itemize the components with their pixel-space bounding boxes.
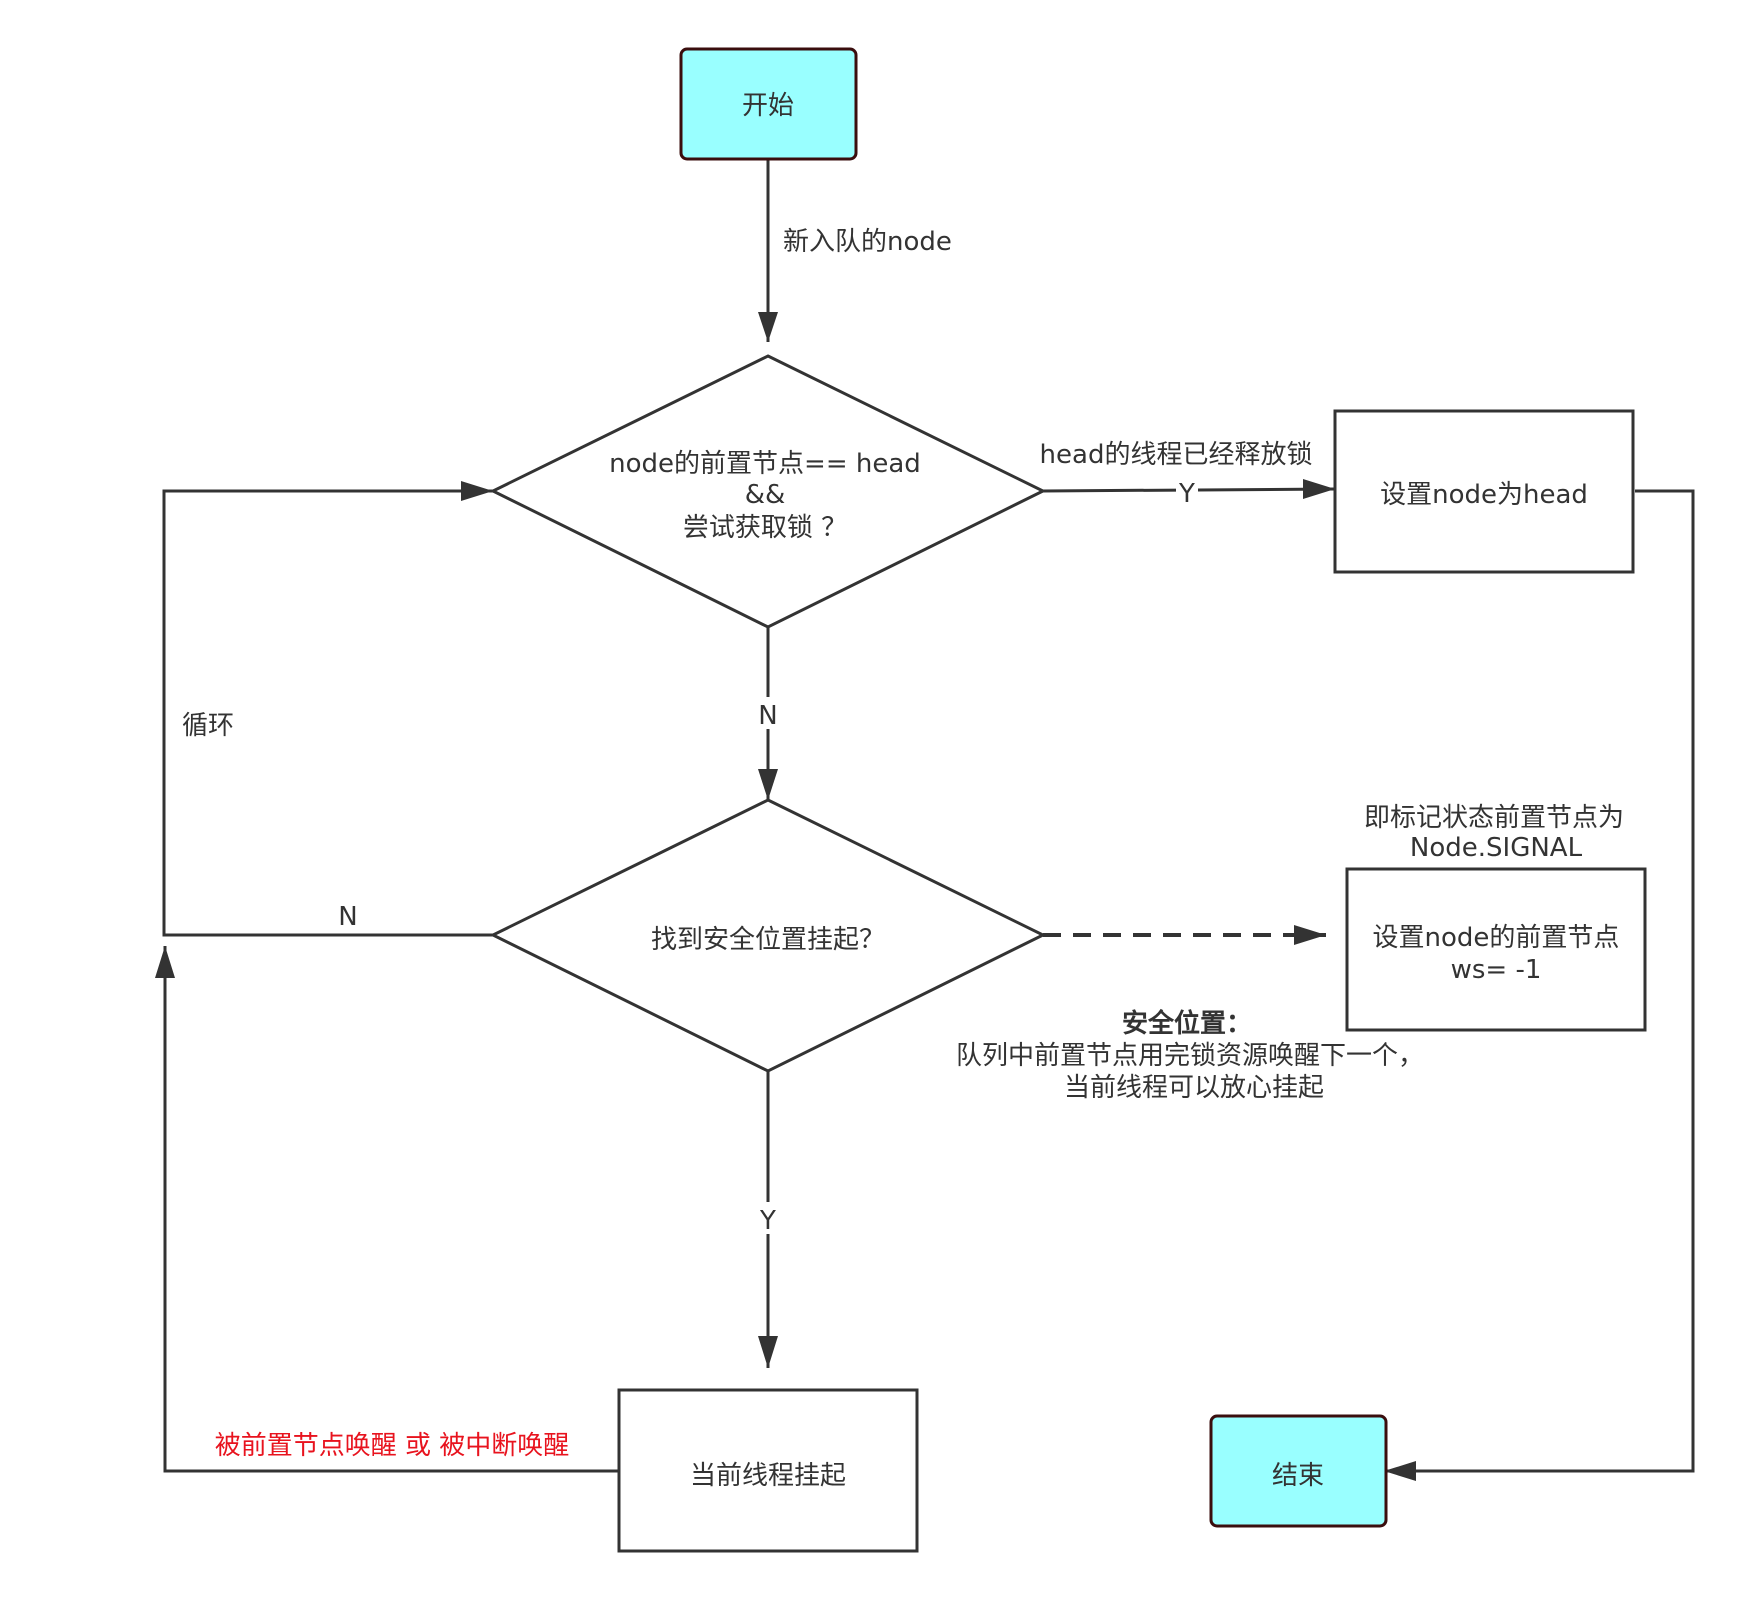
set-head-label: 设置node为head <box>1380 480 1588 510</box>
edge-label-new-node: 新入队的node <box>783 227 952 257</box>
set-ws-process <box>1345 867 1647 1032</box>
edge-suspend-to-loop <box>163 946 619 1473</box>
arrowhead <box>1384 1461 1416 1481</box>
note-safe-title: 安全位置： <box>1122 1008 1252 1039</box>
arrowhead <box>1294 925 1326 945</box>
edge-label-woken: 被前置节点唤醒 或 被中断唤醒 <box>215 1431 570 1461</box>
edge-sethead-to-end <box>1384 489 1695 1473</box>
edge-label-no1: N <box>758 701 777 731</box>
set-ws-line1: 设置node的前置节点 <box>1373 923 1620 953</box>
arrowhead <box>1303 479 1335 499</box>
arrowhead <box>155 946 175 978</box>
decision2-diamond <box>489 798 1047 1073</box>
label-bg <box>756 1202 780 1234</box>
edge-decision2-loop-to-decision1 <box>162 489 493 937</box>
arrowhead <box>461 481 493 501</box>
set-ws-line2: ws= -1 <box>1451 955 1542 985</box>
edge-label-yes2: Y <box>759 1206 776 1236</box>
decision1-diamond <box>489 354 1047 629</box>
suspend-label: 当前线程挂起 <box>690 1461 846 1491</box>
decision1-line3: 尝试获取锁 ？ <box>683 513 847 543</box>
edge-label-released: head的线程已经释放锁 <box>1040 440 1313 470</box>
end-label: 结束 <box>1272 1461 1324 1491</box>
arrowhead <box>758 312 778 342</box>
decision1-line1: node的前置节点== head <box>609 449 921 479</box>
note-safe-line2: 当前线程可以放心挂起 <box>1064 1073 1324 1103</box>
decision2-label: 找到安全位置挂起？ <box>651 925 885 955</box>
edge-label-yes1: Y <box>1178 479 1195 509</box>
edge-label-loop: 循环 <box>182 711 234 741</box>
note-safe-line1: 队列中前置节点用完锁资源唤醒下一个， <box>956 1041 1424 1071</box>
set-head-process <box>1333 409 1635 574</box>
label-bg <box>756 697 780 729</box>
start-label: 开始 <box>742 91 794 121</box>
note-signal-line2: Node.SIGNAL <box>1410 833 1583 863</box>
end-terminal <box>1209 1414 1388 1528</box>
suspend-process <box>617 1388 919 1553</box>
arrowhead <box>758 1336 778 1368</box>
note-signal-line1: 即标记状态前置节点为 <box>1364 803 1624 833</box>
start-terminal <box>679 47 858 161</box>
arrowhead <box>758 769 778 800</box>
edge-label-no2: N <box>338 902 357 932</box>
label-bg <box>1176 478 1198 504</box>
decision1-line2: && <box>745 480 786 510</box>
